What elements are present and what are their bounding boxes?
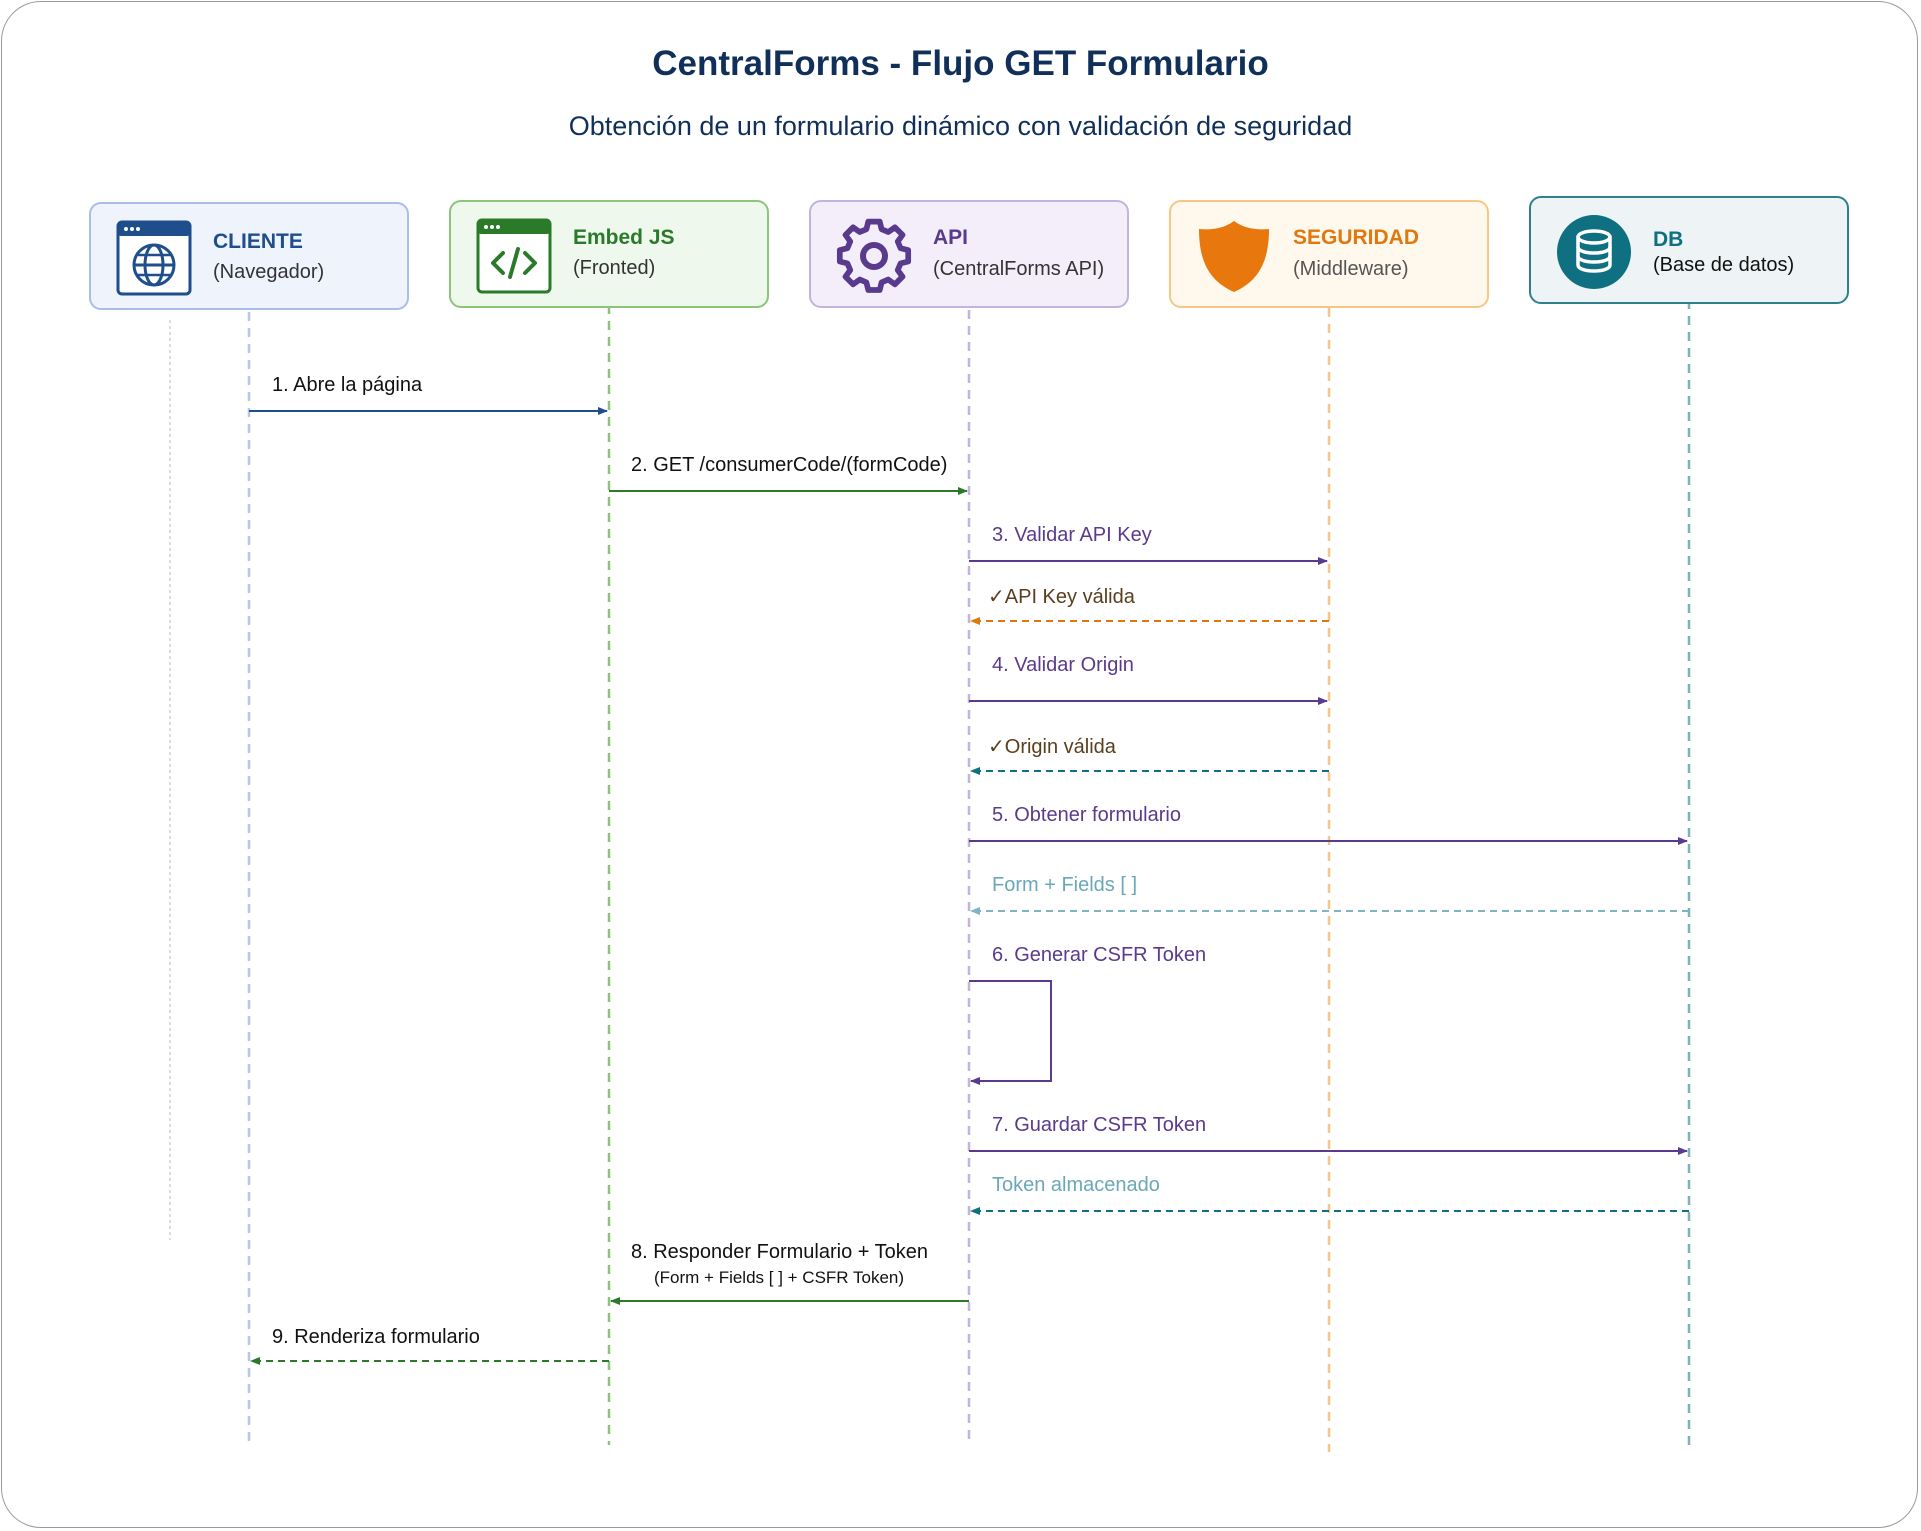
actor-db: DB (Base de datos) <box>1529 196 1849 304</box>
actor-api-name: API <box>933 226 969 249</box>
msg-9-label: 9. Renderiza formulario <box>272 1326 480 1348</box>
diagram-subtitle: Obtención de un formulario dinámico con … <box>568 111 1353 141</box>
msg-4-response-label: ✓Origin válida <box>988 736 1116 758</box>
actor-api: API (CentralForms API) <box>809 200 1129 308</box>
actor-seguridad-desc: (Middleware) <box>1293 258 1409 280</box>
msg-7-response-label: Token almacenado <box>992 1174 1160 1196</box>
gear-icon <box>836 218 912 293</box>
msg-4-label: 4. Validar Origin <box>992 654 1134 676</box>
msg-1-label: 1. Abre la página <box>272 374 423 396</box>
msg-3-response-label: ✓API Key válida <box>988 586 1135 608</box>
msg-6-label: 6. Generar CSFR Token <box>992 944 1207 966</box>
code-window-icon <box>476 218 552 294</box>
msg-5-label: 5. Obtener formulario <box>992 804 1181 826</box>
browser-globe-icon <box>116 220 192 296</box>
msg-6-self-arrow <box>969 980 1052 1085</box>
diagram-title: CentralForms - Flujo GET Formulario <box>652 44 1269 83</box>
actor-embed-desc: (Fronted) <box>573 257 656 279</box>
actor-api-desc: (CentralForms API) <box>933 258 1105 280</box>
actor-cliente: CLIENTE (Navegador) <box>89 202 409 310</box>
msg-5-response-label: Form + Fields [ ] <box>992 874 1138 896</box>
actor-cliente-name: CLIENTE <box>213 230 303 253</box>
msg-2-label: 2. GET /consumerCode/(formCode) <box>631 454 948 476</box>
database-icon <box>1557 215 1631 289</box>
actor-db-desc: (Base de datos) <box>1653 254 1795 276</box>
actor-db-name: DB <box>1653 228 1684 251</box>
actor-seguridad-name: SEGURIDAD <box>1293 226 1420 249</box>
msg-3-label: 3. Validar API Key <box>992 524 1152 546</box>
actor-embed-name: Embed JS <box>573 226 675 249</box>
actor-embed: Embed JS (Fronted) <box>449 200 769 308</box>
actor-cliente-desc: (Navegador) <box>213 261 325 283</box>
shield-icon <box>1199 221 1269 292</box>
msg-8-sublabel: (Form + Fields [ ] + CSFR Token) <box>654 1268 905 1287</box>
msg-7-label: 7. Guardar CSFR Token <box>992 1114 1207 1136</box>
msg-8-label: 8. Responder Formulario + Token <box>631 1241 929 1263</box>
actor-seguridad: SEGURIDAD (Middleware) <box>1169 200 1489 308</box>
